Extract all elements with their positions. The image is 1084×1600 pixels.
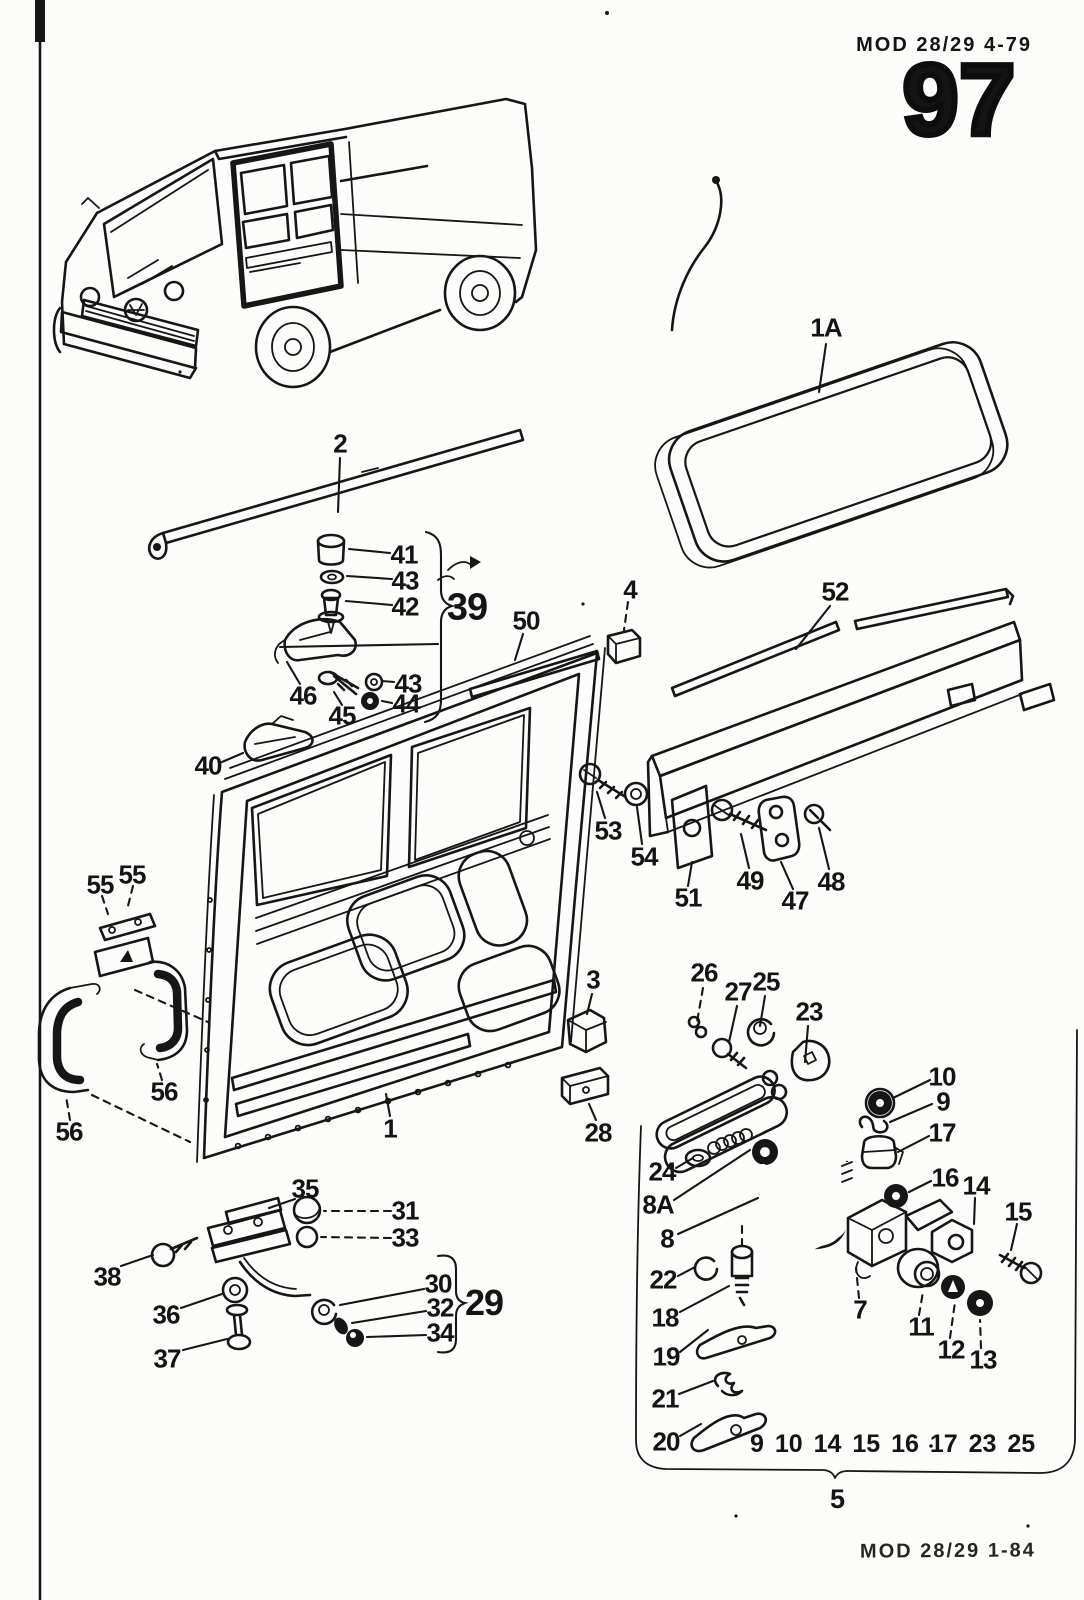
part-callout-21-37: 21 bbox=[651, 1383, 680, 1414]
part-callout-15-44: 15 bbox=[1004, 1196, 1033, 1227]
part-callout-8a-32: 8A bbox=[642, 1189, 674, 1220]
part-callout-55-21: 55 bbox=[118, 859, 147, 890]
part-callout-4-7: 4 bbox=[623, 574, 638, 605]
scan-squiggle-artifact bbox=[670, 176, 723, 332]
part-callout-34-54: 34 bbox=[426, 1317, 455, 1348]
part-callout-42-4: 42 bbox=[391, 591, 420, 622]
part-callout-1-26: 1 bbox=[383, 1113, 398, 1144]
part-callout-7-45: 7 bbox=[853, 1294, 868, 1325]
part-callout-39-5: 39 bbox=[446, 586, 488, 629]
part-callout-36-57: 36 bbox=[152, 1299, 181, 1330]
latch-hardware-cluster bbox=[655, 1015, 1043, 1453]
part-callout-20-38: 20 bbox=[652, 1426, 681, 1457]
group-5-included-items: 9 10 14 15 16 17 23 25 bbox=[750, 1430, 1036, 1458]
part-callout-29-55: 29 bbox=[464, 1282, 504, 1323]
part-1a-window-frame bbox=[654, 341, 1009, 569]
part-callout-8-33: 8 bbox=[660, 1223, 675, 1254]
scan-specks bbox=[178, 11, 1030, 1528]
part-callout-25-29: 25 bbox=[752, 966, 781, 997]
part-callout-47-18: 47 bbox=[781, 885, 810, 916]
part-callout-31-50: 31 bbox=[391, 1195, 420, 1226]
part-callout-51-16: 51 bbox=[674, 882, 703, 913]
part-callout-50-6: 50 bbox=[512, 605, 541, 636]
part-callout-56-22: 56 bbox=[55, 1116, 84, 1147]
lock-cylinder-group-39 bbox=[274, 530, 481, 724]
part-callout-12-47: 12 bbox=[937, 1334, 966, 1365]
part-callout-26-27: 26 bbox=[690, 957, 719, 988]
part-callout-56-23: 56 bbox=[150, 1076, 179, 1107]
part-callout-46-11: 46 bbox=[289, 680, 318, 711]
part-callout-49-17: 49 bbox=[736, 865, 765, 896]
part-callout-16-42: 16 bbox=[931, 1162, 960, 1193]
part-callout-30-52: 30 bbox=[424, 1268, 453, 1299]
part-1-sliding-door bbox=[196, 635, 606, 1163]
part-callout-33-51: 33 bbox=[391, 1222, 420, 1253]
part-callout-32-53: 32 bbox=[426, 1292, 455, 1323]
part-callout-37-58: 37 bbox=[153, 1343, 182, 1374]
part-callout-27-28: 27 bbox=[724, 976, 753, 1007]
part-callout-10-39: 10 bbox=[928, 1061, 957, 1092]
part-callout-35-49: 35 bbox=[291, 1173, 320, 1204]
part-callout-41-2: 41 bbox=[390, 539, 419, 570]
hardware-group-box bbox=[635, 1029, 1078, 1479]
part-callout-45-12: 45 bbox=[328, 700, 357, 731]
part-callout-13-48: 13 bbox=[969, 1344, 998, 1375]
part-50-strip bbox=[468, 649, 601, 699]
part-2-upper-rail bbox=[148, 428, 525, 560]
part-callout-3-24: 3 bbox=[586, 964, 601, 995]
part-callout-9-40: 9 bbox=[936, 1086, 951, 1117]
part-callout-18-35: 18 bbox=[651, 1302, 680, 1333]
page-border-bar bbox=[35, 0, 45, 1600]
footer-model-code: MOD 28/29 1-84 bbox=[860, 1539, 1037, 1563]
part-callout-38-56: 38 bbox=[93, 1261, 122, 1292]
part-callout-48-19: 48 bbox=[817, 866, 846, 897]
stops-3-28 bbox=[560, 1008, 610, 1106]
part-callout-40-13: 40 bbox=[194, 750, 223, 781]
part-callout-17-41: 17 bbox=[928, 1117, 957, 1148]
part-callout-24-31: 24 bbox=[648, 1156, 677, 1187]
part-callout-43-3: 43 bbox=[391, 565, 420, 596]
part-callout-19-36: 19 bbox=[652, 1341, 681, 1372]
part-callout-44-10: 44 bbox=[392, 688, 421, 719]
part-callout-52-8: 52 bbox=[821, 576, 850, 607]
header-model-code: MOD 28/29 4-79 bbox=[856, 34, 1032, 56]
leader-lines bbox=[119, 342, 1019, 1438]
part-callout-22-34: 22 bbox=[649, 1264, 678, 1295]
rail-and-trim-group bbox=[578, 587, 1056, 870]
group-5-label: 5 bbox=[830, 1484, 846, 1514]
dashed-leader-lines bbox=[64, 600, 983, 1350]
part-callout-2-0: 2 bbox=[333, 428, 348, 459]
page-number: 97 bbox=[900, 44, 1018, 156]
part-callout-55-20: 55 bbox=[86, 869, 115, 900]
part-4-clip bbox=[606, 628, 642, 665]
lower-hinge-cluster bbox=[150, 1195, 469, 1354]
part-callout-11-46: 11 bbox=[908, 1311, 934, 1342]
part-callout-43-9: 43 bbox=[394, 668, 423, 699]
part-callout-14-43: 14 bbox=[962, 1170, 991, 1201]
part-40-wedge bbox=[243, 715, 314, 762]
part-callout-54-15: 54 bbox=[630, 841, 659, 872]
part-callout-23-30: 23 bbox=[795, 996, 824, 1027]
guide-blocks-55-56 bbox=[37, 912, 210, 1144]
part-callout-28-25: 28 bbox=[584, 1117, 613, 1148]
van-illustration bbox=[52, 97, 538, 389]
part-callout-53-14: 53 bbox=[594, 815, 623, 846]
part-callout-1a-1: 1A bbox=[810, 312, 842, 343]
